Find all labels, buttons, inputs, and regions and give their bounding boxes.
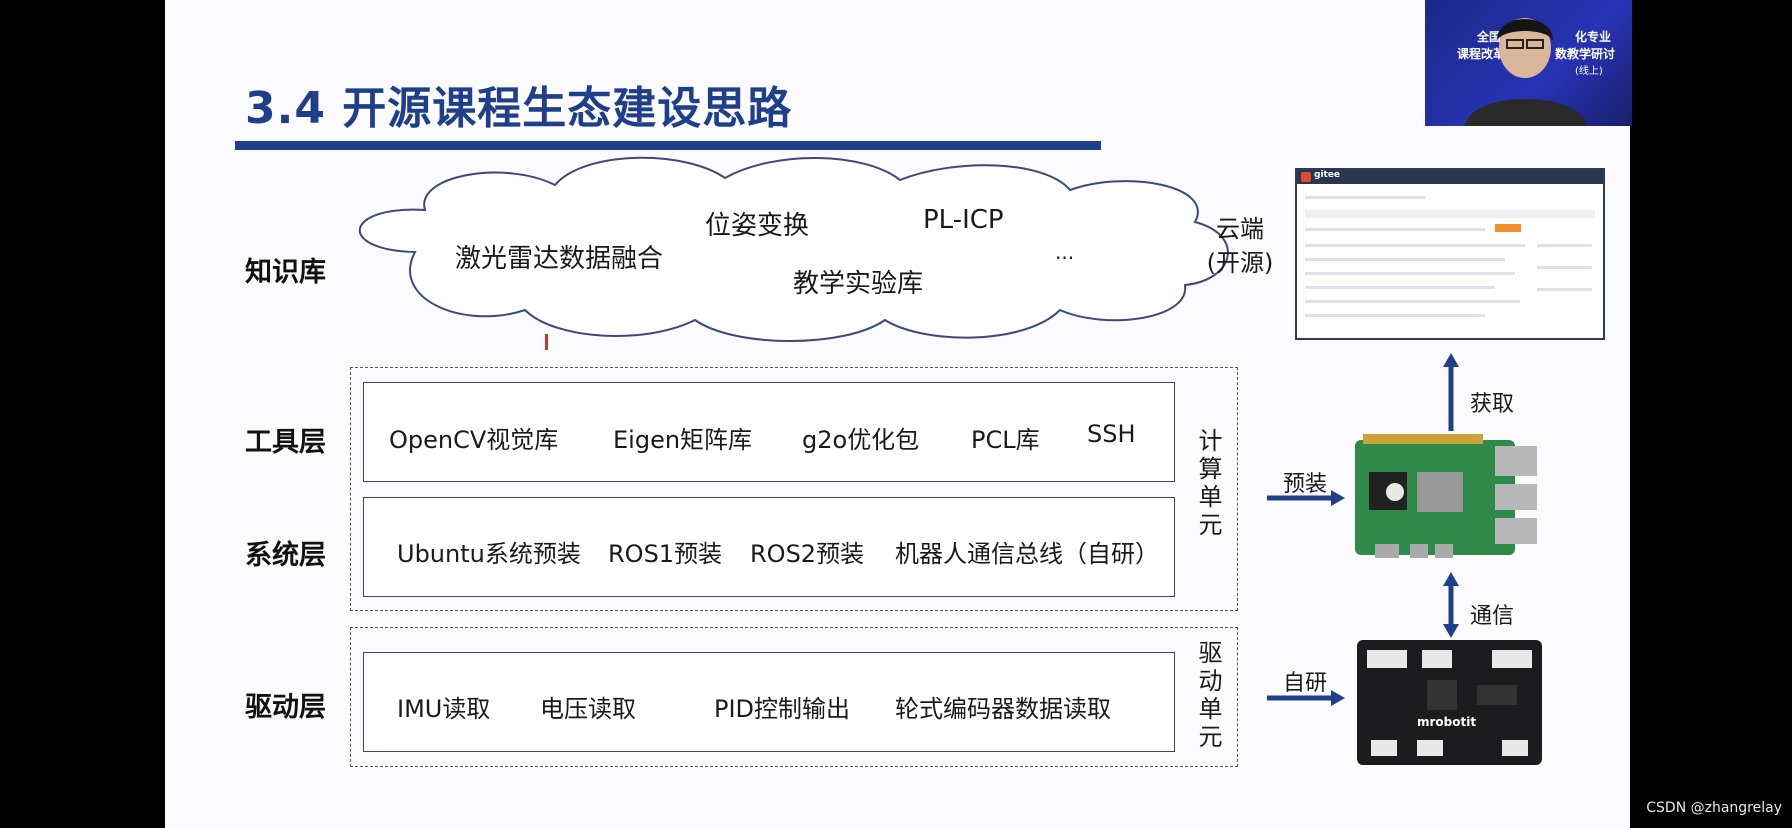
watermark: CSDN @zhangrelay: [1646, 800, 1782, 816]
cloud-item-teaching-lab: 教学实验库: [793, 269, 924, 299]
arrow-label-selfdev: 自研: [1283, 671, 1328, 696]
webcam-banner-line1b: 化专业: [1575, 30, 1612, 44]
cloud-shape: [358, 156, 1229, 342]
driver-layer-label: 驱动层: [245, 692, 326, 723]
screenshot-line: [1305, 314, 1485, 317]
gitee-logo-text: gitee: [1314, 170, 1341, 180]
screenshot-line: [1305, 300, 1520, 303]
compute-unit-group: [350, 367, 1238, 611]
arrow-label-comm: 通信: [1470, 604, 1515, 629]
driver-layer-box: [363, 652, 1175, 752]
screenshot-topbar: [1297, 170, 1603, 184]
driver-item-imu: IMU读取: [397, 695, 491, 723]
tool-item-opencv: OpenCV视觉库: [389, 426, 559, 454]
tool-item-g2o: g2o优化包: [802, 426, 920, 454]
raspberry-pi-board-image: [1355, 432, 1540, 562]
screenshot-line: [1305, 286, 1495, 289]
tool-layer-label: 工具层: [245, 427, 326, 458]
system-item-ros1: ROS1预装: [608, 540, 723, 568]
driver-item-pid: PID控制输出: [714, 695, 851, 723]
presenter-avatar: [1465, 18, 1587, 126]
cloud-item-pl-icp: PL-ICP: [923, 205, 1004, 235]
tool-layer-box: [363, 382, 1175, 482]
screenshot-tabs: [1305, 210, 1595, 218]
screenshot-side-line: [1537, 288, 1592, 291]
arrow-preinstall-icon: [1267, 490, 1345, 506]
driver-board-logo: mrobotit: [1417, 715, 1477, 729]
screenshot-line: [1305, 244, 1525, 247]
cloud-side-label: 云端 (开源): [1195, 212, 1285, 280]
screenshot-button: [1495, 224, 1521, 232]
cloud-item-pose-transform: 位姿变换: [705, 211, 810, 241]
cloud-side-line1: 云端: [1216, 215, 1264, 243]
compute-unit-label: 计算单元: [1194, 428, 1222, 540]
system-item-ubuntu: Ubuntu系统预装: [397, 540, 581, 568]
cloud-item-lidar-fusion: 激光雷达数据融合: [455, 244, 664, 274]
arrow-fetch-icon: [1443, 353, 1459, 431]
driver-unit-group: [350, 627, 1238, 767]
webcam-overlay: 全国 化专业 课程改革 数教学研讨 (线上): [1425, 0, 1632, 126]
knowledge-layer-label: 知识库: [245, 257, 326, 288]
system-item-robot-bus: 机器人通信总线（自研）: [895, 540, 1159, 568]
system-item-ros2: ROS2预装: [750, 540, 865, 568]
gitee-logo-icon: [1301, 172, 1311, 182]
driver-unit-label: 驱动单元: [1194, 640, 1222, 752]
webcam-banner-line2b: 数教学研讨: [1555, 47, 1616, 61]
driver-item-encoder: 轮式编码器数据读取: [895, 695, 1111, 723]
arrow-comm-icon: [1443, 572, 1459, 638]
arrow-label-fetch: 获取: [1470, 392, 1515, 417]
screenshot-side-line: [1537, 266, 1592, 269]
title-underline: [235, 141, 1101, 150]
arrow-label-preinstall: 预装: [1283, 472, 1328, 497]
screenshot-line: [1305, 272, 1515, 275]
screenshot-line: [1305, 258, 1505, 261]
tool-item-ssh: SSH: [1087, 420, 1136, 448]
screenshot-line: [1305, 196, 1425, 199]
slide: 3.4 开源课程生态建设思路 知识库 激光雷达数据融合 位姿变换 PL-ICP …: [165, 0, 1630, 828]
cursor-mark: [545, 334, 548, 350]
driver-item-voltage: 电压读取: [540, 695, 636, 723]
slide-title: 3.4 开源课程生态建设思路: [245, 83, 793, 134]
raspberry-pi-board-icon: [1355, 434, 1537, 558]
system-layer-box: [363, 497, 1175, 597]
cloud-side-line2: (开源): [1206, 249, 1274, 277]
cloud-item-ellipsis: ...: [1055, 240, 1075, 264]
arrow-selfdev-icon: [1267, 690, 1345, 706]
driver-board-icon: [1357, 640, 1542, 765]
webcam-banner-line3: (线上): [1575, 66, 1603, 77]
screenshot-line: [1305, 228, 1485, 231]
webcam-banner-line2: 课程改革: [1457, 47, 1506, 61]
gitee-screenshot: gitee: [1295, 168, 1605, 340]
tool-item-pcl: PCL库: [971, 426, 1040, 454]
tool-item-eigen: Eigen矩阵库: [613, 426, 753, 454]
system-layer-label: 系统层: [245, 540, 326, 571]
screenshot-side-line: [1537, 244, 1592, 247]
driver-board-image: mrobotit: [1357, 640, 1542, 765]
webcam-banner-line1: 全国: [1477, 30, 1502, 44]
